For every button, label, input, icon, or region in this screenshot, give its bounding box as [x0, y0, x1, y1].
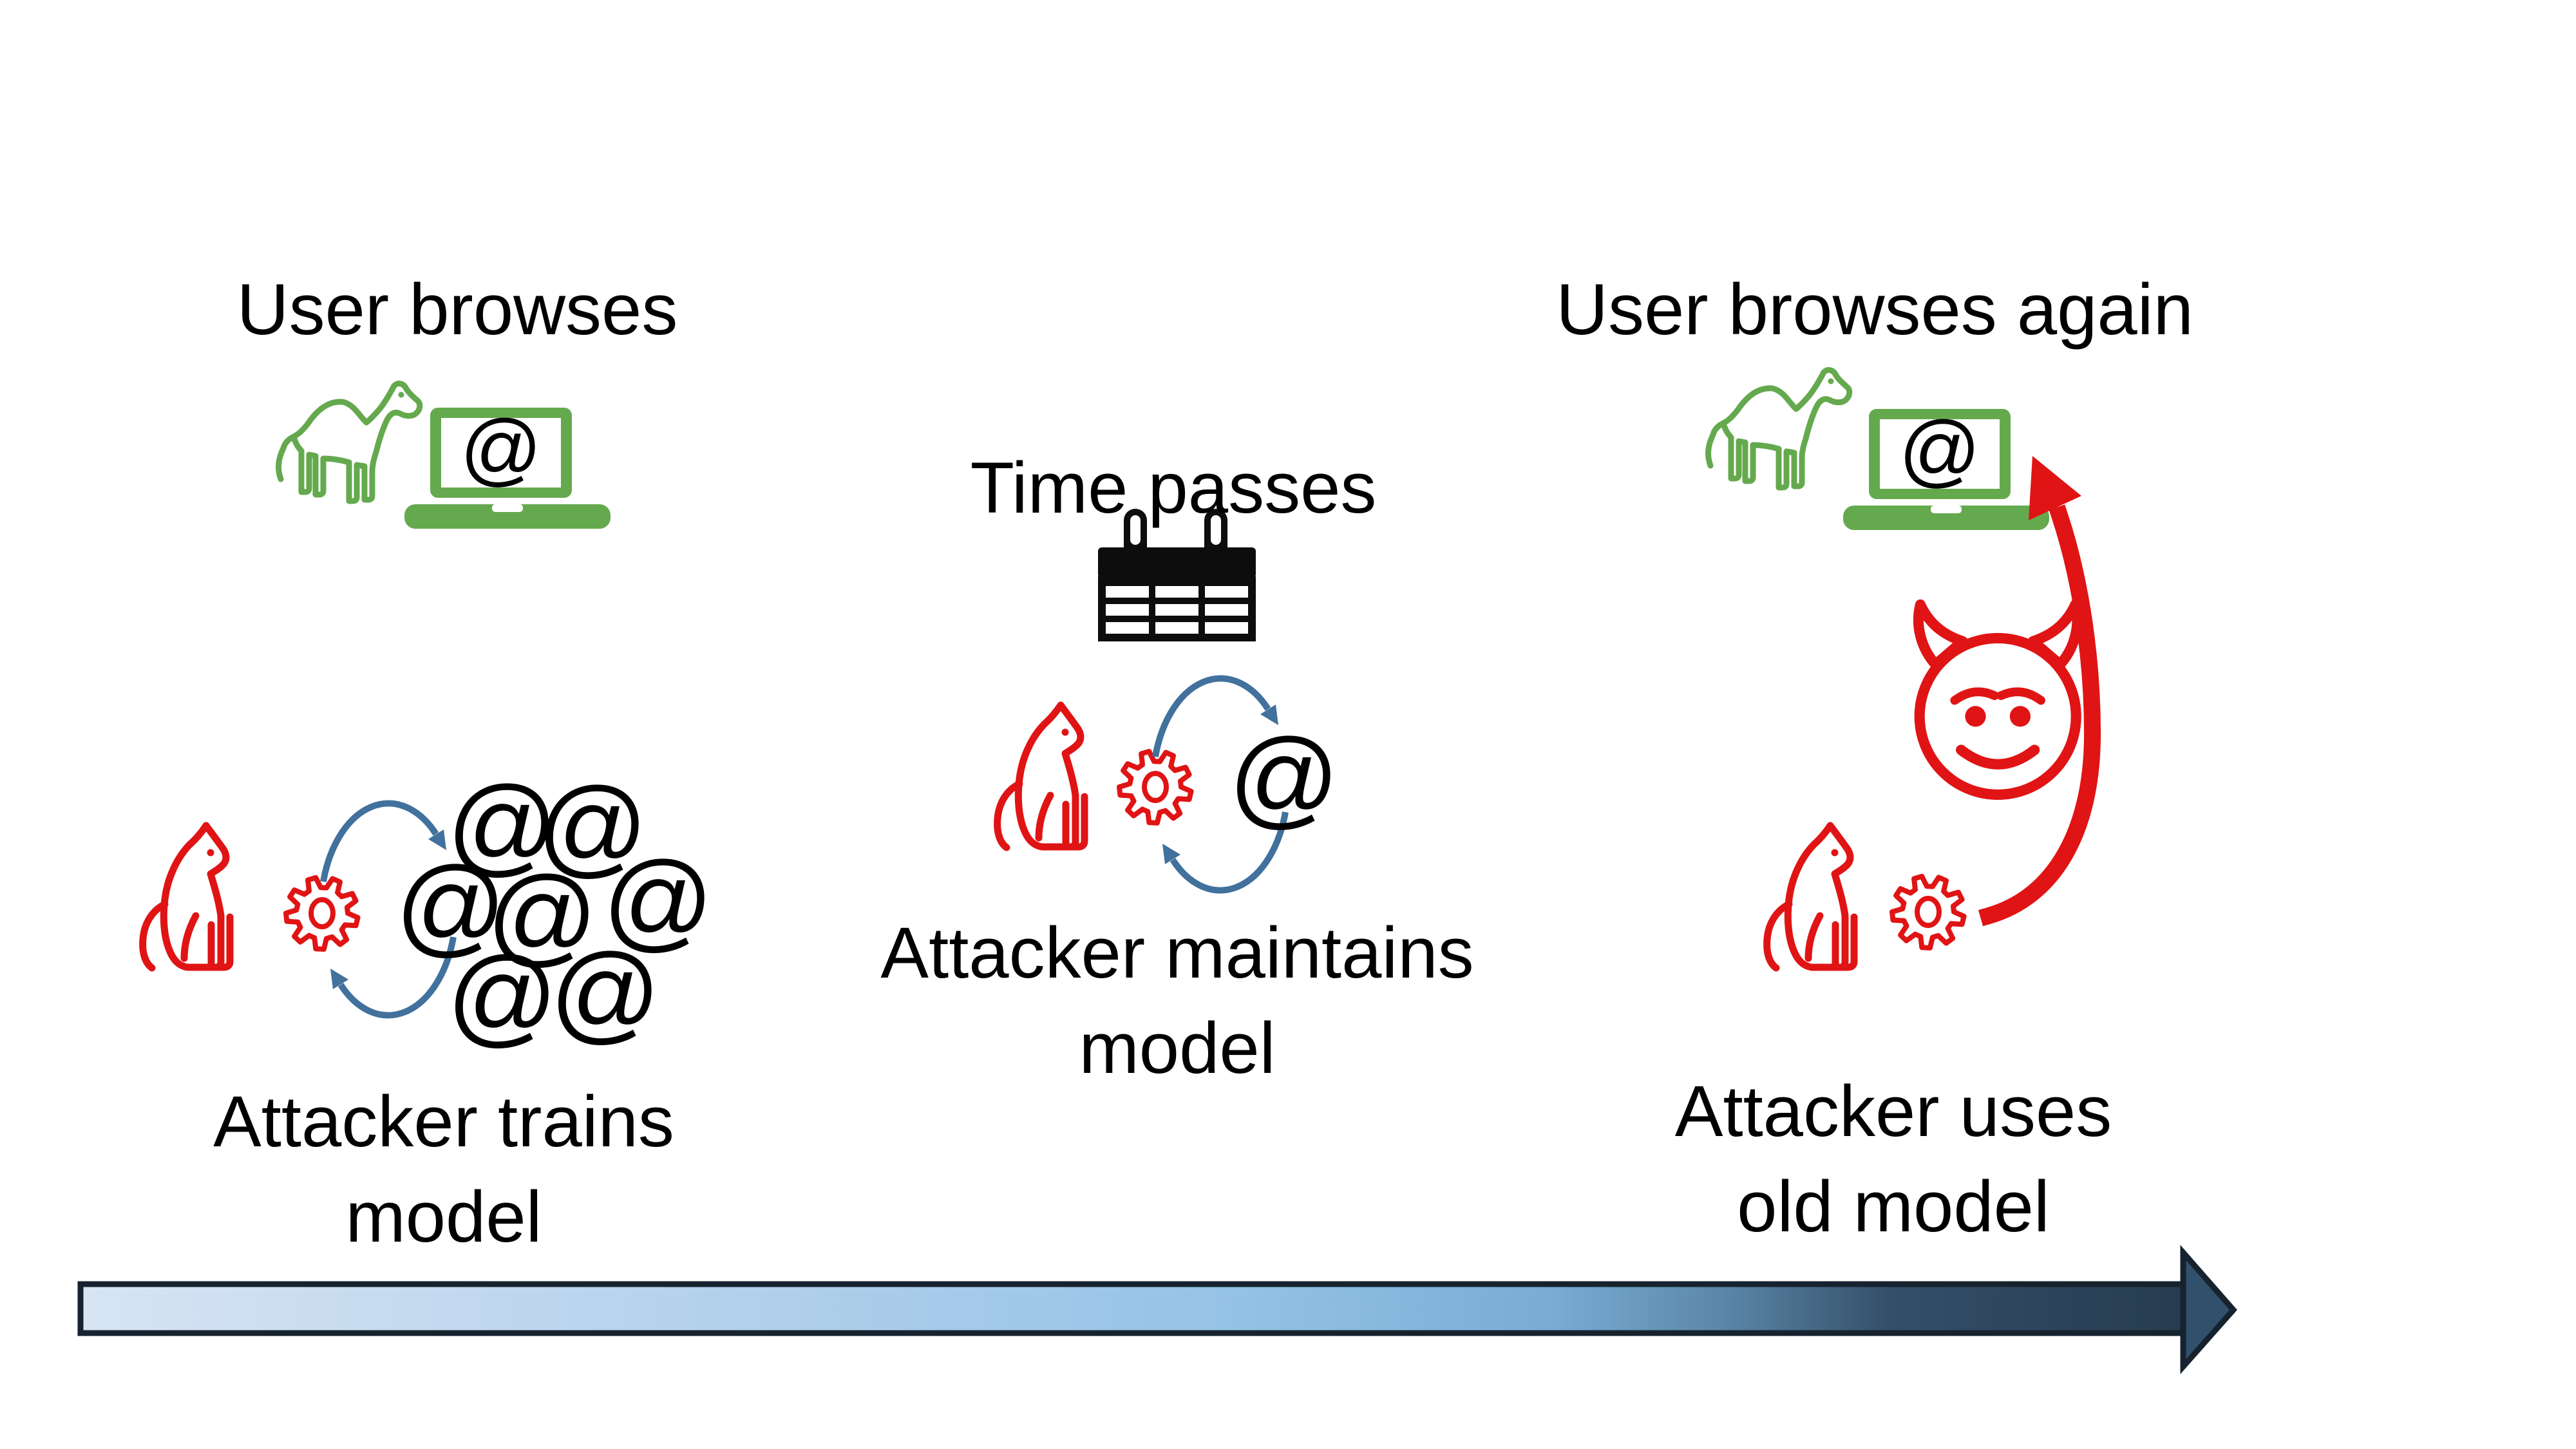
- at-cluster-symbol: @: [536, 765, 649, 888]
- red-curved-arrow: [1978, 456, 2101, 927]
- cat-icon: [1767, 826, 1854, 968]
- at-symbol: @: [1228, 716, 1340, 839]
- left-caption-line2: model: [345, 1176, 542, 1257]
- gear-icon: [286, 878, 358, 949]
- camel-icon: [279, 384, 420, 501]
- left-title: User browses: [236, 269, 678, 350]
- at-symbol: @: [1899, 405, 1981, 495]
- left-caption: Attacker trains model: [213, 1074, 674, 1265]
- at-cluster-symbol: @: [549, 931, 661, 1054]
- at-cluster-symbol: @: [446, 764, 558, 887]
- timeline-arrow: [77, 1245, 2237, 1374]
- at-symbol: @: [460, 404, 542, 494]
- middle-caption: Attacker maintains model: [880, 905, 1473, 1096]
- calendar-icon: [1098, 509, 1256, 641]
- right-caption-line1: Attacker uses: [1674, 1071, 2112, 1151]
- devil-face-icon: [1913, 599, 2083, 800]
- at-cluster-symbol: @: [486, 854, 598, 977]
- right-caption-line2: old model: [1737, 1166, 2050, 1247]
- cat-icon: [143, 826, 230, 968]
- at-cluster-symbol: @: [446, 934, 558, 1057]
- right-title: User browses again: [1556, 269, 2193, 350]
- middle-title: Time passes: [970, 448, 1377, 528]
- left-caption-line1: Attacker trains: [213, 1081, 674, 1162]
- gear-icon: [1119, 752, 1191, 823]
- middle-caption-line1: Attacker maintains: [880, 913, 1474, 993]
- at-cluster-symbol: @: [602, 839, 714, 962]
- cat-icon: [998, 705, 1084, 848]
- gear-icon: [1892, 876, 1964, 948]
- middle-caption-line2: model: [1079, 1007, 1276, 1088]
- at-cluster-symbol: @: [395, 844, 507, 967]
- camel-icon: [1709, 370, 1850, 488]
- right-caption: Attacker uses old model: [1675, 1064, 2112, 1255]
